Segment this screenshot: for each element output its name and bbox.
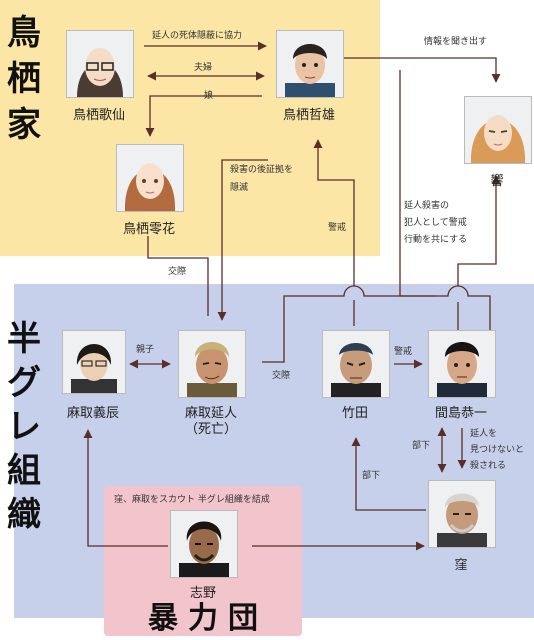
karasuma-family-title: 鳥 栖 家 [4,14,44,144]
label-line: 殺される [470,461,507,471]
name-nobuto: 麻取延人 [184,406,237,421]
portrait-kasen [66,30,134,98]
edge-scout-yoshitatsu [83,429,168,547]
edge-subordinate-takeda [351,437,426,511]
label-daughter: 娘 [204,91,214,101]
edge-daughter [145,95,262,137]
label-couple: 夫婦 [194,63,213,73]
label-act-together: 延人殺害の 犯人として警戒 行動を共にする [404,200,467,246]
edge-alert-takeda-tetsuo [318,140,355,326]
title-char: 半 [7,319,41,359]
edge-majima-tetsuo [399,70,436,297]
label-line: 延人を [470,429,498,439]
edge-dating-reika-nobuto [147,236,209,316]
edge-dating-takeda-nobuto [262,285,491,363]
name-reika: 鳥栖零花 [122,222,175,237]
portrait-takeda [322,330,390,398]
name-yoshitatsu: 麻取義辰 [66,406,119,421]
name-kubo: 窪 [454,558,468,573]
portrait-nobuto [178,330,246,398]
portrait-majima [428,330,496,398]
title-char: グ [7,363,41,403]
name-takeda: 竹田 [341,406,368,421]
bouryokudan-title: 暴力団 [148,601,268,636]
label-alert-1: 警戒 [328,223,347,233]
note-nobuto-deceased: （死亡） [184,422,237,437]
portrait-tetsuo [276,30,344,98]
label-line: 殺害の後証拠を [230,165,294,175]
label-killed-threat: 延人を 見つけないと 殺される [470,428,524,472]
name-hibiki: 響 [490,174,504,189]
portrait-kubo [428,480,496,548]
name-kasen: 鳥栖歌仙 [72,108,125,123]
portrait-reika [116,144,184,212]
title-char: レ [7,407,41,447]
label-line: 犯人として警戒 [404,218,467,228]
label-scout: 窪、麻取をスカウト 半グレ組織を結成 [114,495,270,505]
name-shino: 志野 [189,586,216,601]
portrait-hibiki [464,96,532,164]
label-extract-info: 情報を聞き出す [424,37,488,47]
title-char: 家 [7,105,41,145]
label-destroy-evidence: 殺害の後証拠を 隠滅 [230,164,293,194]
edge-extract-info [342,57,501,83]
label-parent-child: 親子 [136,345,155,355]
label-subordinate-2: 部下 [362,471,381,481]
name-majima: 間島恭一 [434,406,487,421]
label-line: 行動を共にする [404,235,468,245]
title-char: 栖 [7,59,41,99]
title-char: 組 [7,451,41,491]
portrait-yoshitatsu [62,330,126,394]
label-subordinate-1: 部下 [412,441,431,451]
name-tetsuo: 鳥栖哲雄 [282,108,335,123]
label-line: 見つけないと [470,445,525,455]
label-line: 隠滅 [230,183,249,193]
label-dating-1: 交際 [168,267,187,277]
edge-act-together [457,176,496,330]
title-char: 織 [7,495,41,535]
hangure-title: 半 グ レ 組 織 [4,320,44,534]
label-alert-2: 警戒 [394,347,413,357]
edge-destroy-evidence [217,159,268,321]
label-line: 延人殺害の [404,201,450,211]
label-cooperate: 延人の死体隠蔽に協力 [152,31,243,41]
label-dating-2: 交際 [272,371,291,381]
portrait-shino [170,510,238,578]
title-char: 鳥 [7,13,41,53]
